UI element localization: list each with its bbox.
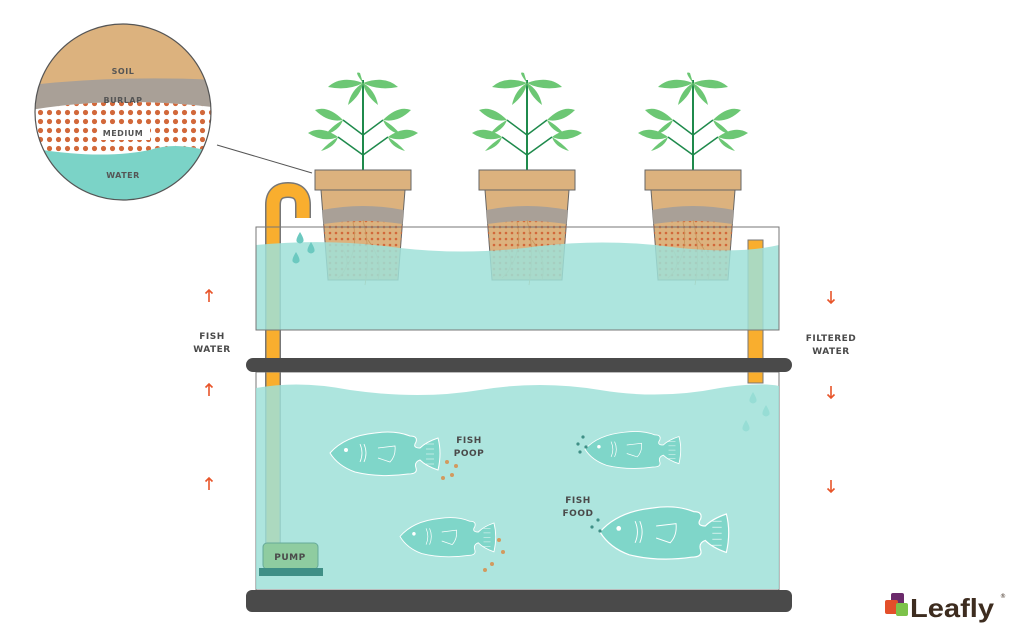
- filtered-water-arrows: [826, 290, 836, 493]
- base-bar: [246, 590, 792, 612]
- fish-poop-label-2: POOP: [454, 449, 485, 459]
- inset-pointer-line: [216, 144, 313, 174]
- pump-label: PUMP: [274, 553, 305, 563]
- layer-inset: SOIL BURLAP MEDIUM WATER: [34, 23, 313, 201]
- fish-food-particles: [576, 435, 602, 533]
- grow-bed: [255, 226, 780, 331]
- pump: PUMP: [259, 542, 323, 576]
- fish-poop-particles: [441, 460, 505, 572]
- logo-text: Leafly: [910, 593, 995, 623]
- inset-label-burlap: BURLAP: [104, 96, 143, 105]
- filtered-water-label-2: WATER: [812, 347, 850, 357]
- logo-registered-mark: ®: [1000, 593, 1006, 600]
- fish-food-label-2: FOOD: [563, 509, 594, 519]
- fish-water-label-1: FISH: [199, 332, 225, 342]
- leafly-logo: Leafly ®: [885, 593, 1006, 623]
- filtered-water-label-1: FILTERED: [806, 334, 857, 344]
- shelf-bar: [246, 358, 792, 372]
- fish-water-label-2: WATER: [193, 345, 231, 355]
- fish-food-label-1: FISH: [565, 496, 591, 506]
- inset-label-water: WATER: [106, 171, 140, 180]
- fish-tank: [255, 371, 780, 591]
- inset-label-soil: SOIL: [112, 67, 135, 76]
- fish-poop-label-1: FISH: [456, 436, 482, 446]
- fish-water-arrows: [204, 289, 214, 491]
- inset-label-medium: MEDIUM: [103, 129, 144, 138]
